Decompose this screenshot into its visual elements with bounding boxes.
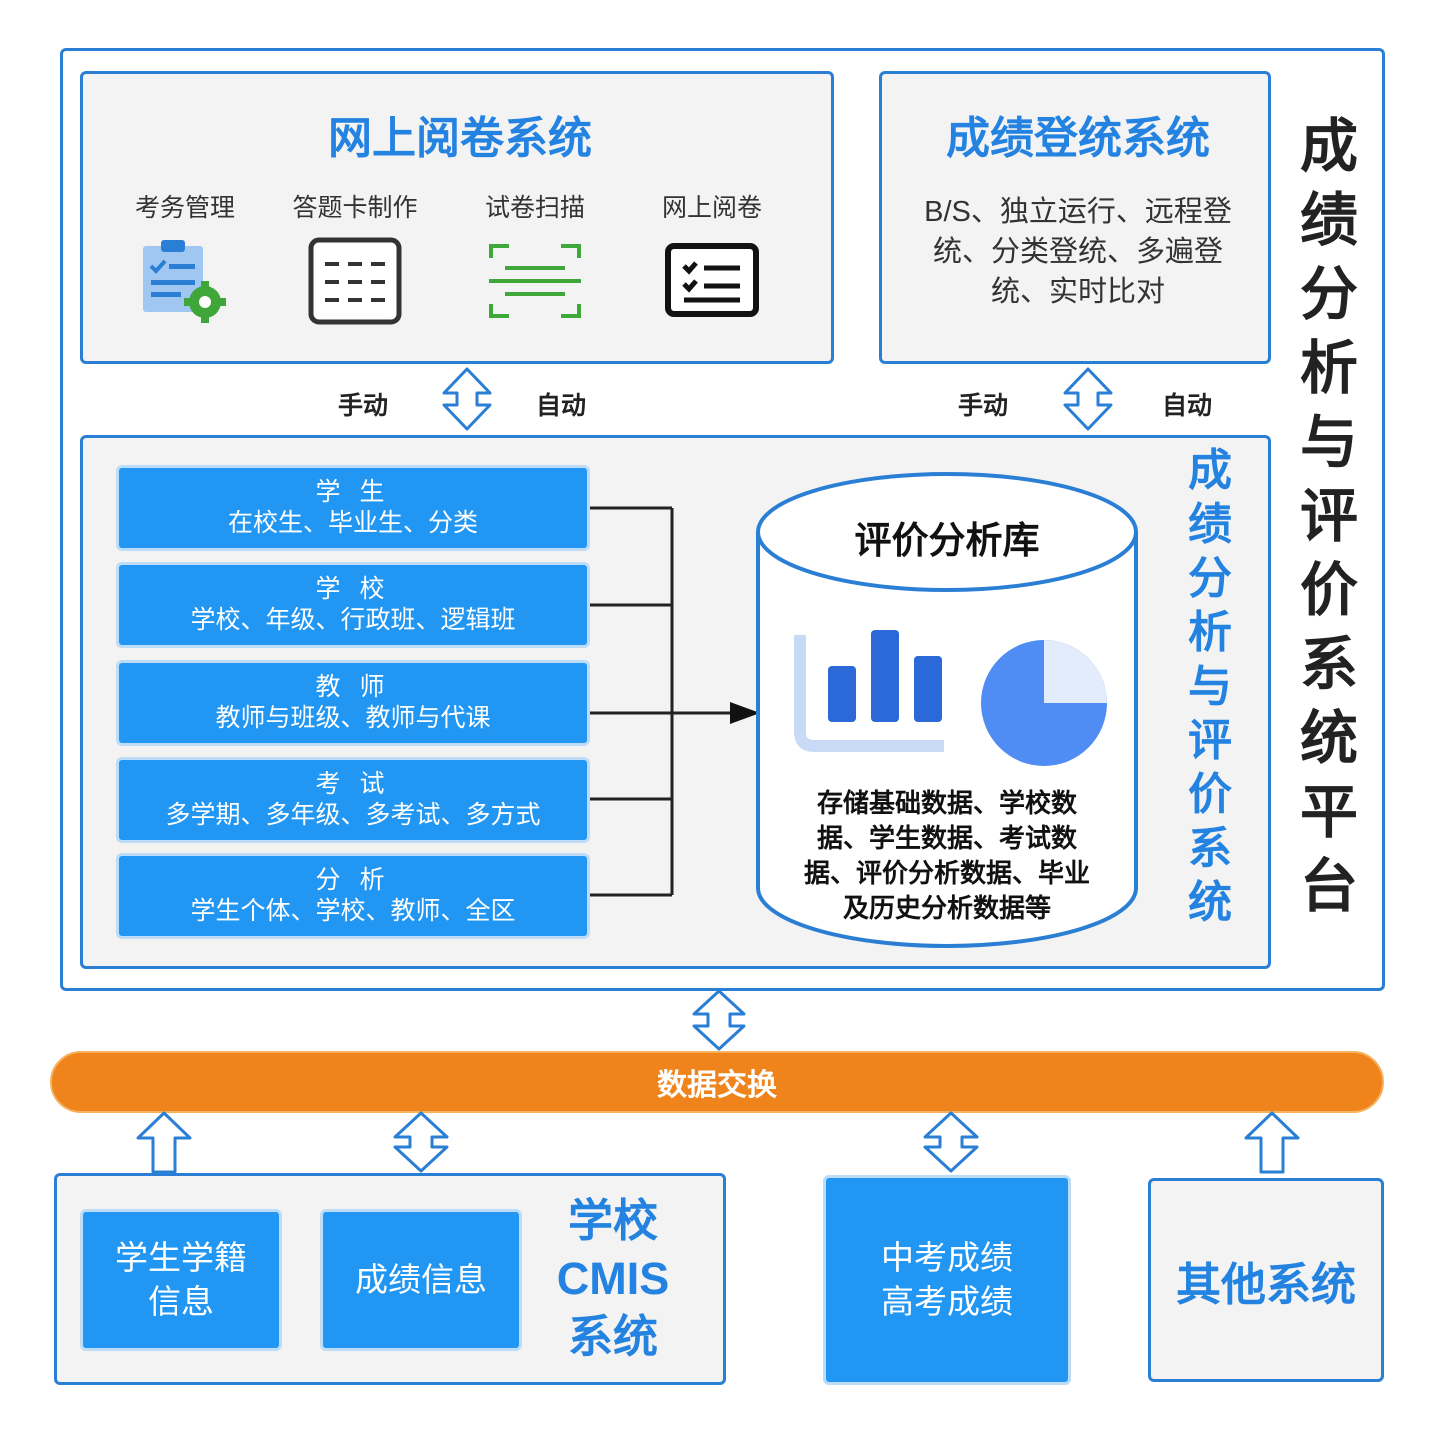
double-arrow-icon	[923, 1111, 979, 1173]
database-desc: 存储基础数据、学校数 据、学生数据、考试数 据、评价分析数据、毕业 及历史分析数…	[803, 788, 1090, 923]
double-arrow-icon	[692, 989, 746, 1051]
category-student[interactable]: 学 生 在校生、毕业生、分类	[116, 465, 590, 551]
tool-label: 试卷扫描	[484, 194, 585, 222]
tool-exam-affairs[interactable]: 考务管理	[115, 188, 255, 331]
tool-paper-scan[interactable]: 试卷扫描	[465, 188, 605, 331]
bar-chart-icon	[794, 630, 944, 752]
pie-chart-icon	[981, 640, 1107, 766]
double-arrow-icon	[393, 1111, 449, 1173]
platform-title: 成绩分析与评价系统平台	[1299, 114, 1358, 919]
tool-label: 考务管理	[134, 194, 235, 222]
exam-scores-box[interactable]: 中考成绩 高考成绩	[823, 1175, 1071, 1385]
category-desc: 学生个体、学校、教师、全区	[190, 897, 516, 925]
category-connectors	[590, 506, 760, 897]
category-title: 考 试	[315, 770, 391, 798]
up-arrow-icon	[136, 1111, 192, 1174]
clipboard-gear-icon	[143, 240, 226, 323]
category-desc: 多学期、多年级、多考试、多方式	[165, 801, 541, 829]
other-systems-box[interactable]: 其他系统	[1148, 1178, 1384, 1382]
data-exchange-bar: 数据交换	[50, 1051, 1384, 1113]
manual-label-right: 手动	[958, 392, 1009, 420]
category-title: 分 析	[315, 866, 391, 894]
student-records-box[interactable]: 学生学籍 信息	[80, 1209, 282, 1351]
category-title: 学 校	[315, 575, 391, 603]
tool-online-marking[interactable]: 网上阅卷	[642, 188, 782, 331]
scan-icon	[489, 244, 581, 318]
online-marking-title: 网上阅卷系统	[328, 114, 592, 163]
score-registration-title: 成绩登统系统	[946, 114, 1210, 163]
analysis-system-title: 成绩分析与评价系统	[1188, 446, 1232, 927]
category-school[interactable]: 学 校 学校、年级、行政班、逻辑班	[116, 562, 590, 648]
evaluation-database	[756, 472, 1138, 948]
category-teacher[interactable]: 教 师 教师与班级、教师与代课	[116, 660, 590, 746]
up-arrow-icon	[1244, 1111, 1300, 1174]
auto-label-left: 自动	[536, 392, 587, 420]
tool-answer-card[interactable]: 答题卡制作	[285, 188, 425, 331]
online-marking-panel: 网上阅卷系统 考务管理 答题卡制作	[80, 71, 834, 364]
category-desc: 学校、年级、行政班、逻辑班	[190, 606, 516, 634]
tool-label: 网上阅卷	[661, 194, 762, 222]
score-registration-panel: 成绩登统系统 B/S、独立运行、远程登 统、分类登统、多遍登 统、实时比对	[879, 71, 1271, 364]
online-marking-icon	[665, 243, 759, 317]
double-arrow-icon	[442, 367, 492, 431]
category-title: 学 生	[315, 478, 391, 506]
category-desc: 在校生、毕业生、分类	[227, 509, 478, 537]
score-info-box[interactable]: 成绩信息	[320, 1209, 522, 1351]
score-registration-desc: B/S、独立运行、远程登 统、分类登统、多遍登 统、实时比对	[924, 196, 1232, 308]
school-cmis-title: 学校 CMIS 系统	[556, 1195, 670, 1362]
manual-label-left: 手动	[338, 392, 389, 420]
double-arrow-icon	[1063, 367, 1113, 431]
auto-label-right: 自动	[1162, 392, 1213, 420]
answer-card-icon	[308, 237, 402, 325]
category-analysis[interactable]: 分 析 学生个体、学校、教师、全区	[116, 853, 590, 939]
other-systems-label: 其他系统	[1175, 1258, 1356, 1310]
category-title: 教 师	[315, 673, 391, 701]
category-exam[interactable]: 考 试 多学期、多年级、多考试、多方式	[116, 757, 590, 843]
database-title: 评价分析库	[854, 520, 1040, 561]
category-desc: 教师与班级、教师与代课	[215, 704, 491, 732]
tool-label: 答题卡制作	[292, 194, 418, 222]
